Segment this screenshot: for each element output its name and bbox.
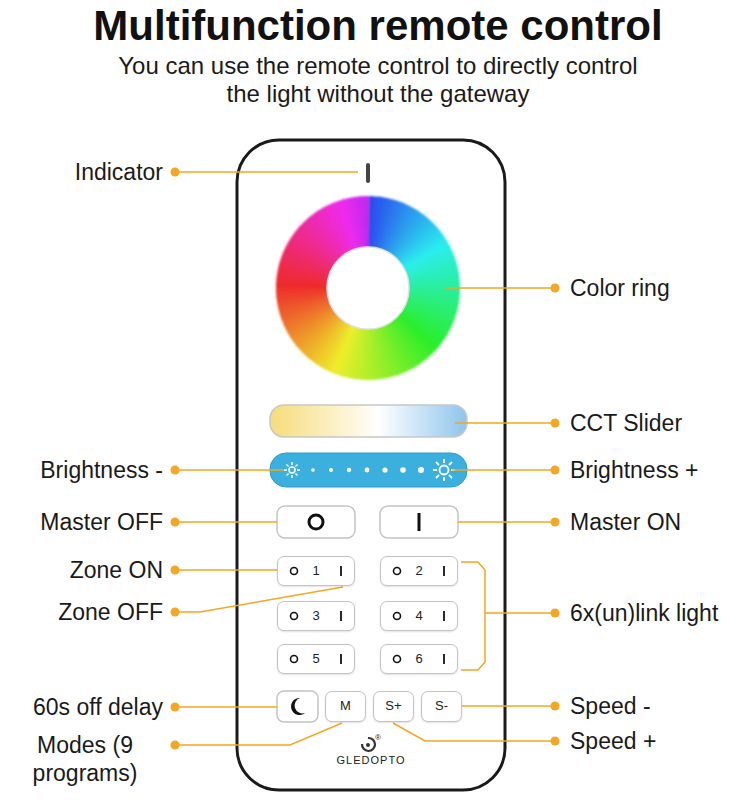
speed-button: S+ [373, 691, 414, 722]
label-slot: Brightness - [0, 456, 163, 484]
brand-logo [362, 738, 375, 751]
title-slot: Multifunction remote control [0, 2, 756, 50]
leader-dots [171, 168, 560, 750]
speed-button: S- [421, 691, 462, 722]
label-slot: Master OFF [0, 508, 163, 536]
label-slot: You can use the remote control to direct… [113, 52, 643, 108]
label-slot: Master ON [570, 508, 750, 536]
callout-label: Speed - [570, 692, 750, 720]
subtitle: You can use the remote control to direct… [113, 52, 643, 108]
callout-label: ® [375, 733, 387, 743]
button-label: S- [435, 699, 448, 713]
zone-button: 2 [380, 556, 458, 586]
brightness-slider [270, 453, 467, 487]
zone-on-symbol [443, 654, 445, 664]
label-slot: Indicator [0, 158, 163, 186]
callout-label: Master OFF [0, 508, 163, 536]
brand-name: GLEDOPTO [337, 754, 406, 766]
zone-on-symbol [340, 611, 342, 621]
leader-lines [175, 172, 555, 745]
label-slot: 60s off delay [0, 693, 163, 721]
label-slot: Speed - [570, 692, 750, 720]
brightness-dots [311, 467, 424, 473]
remote-body: GLEDOPTO 1 2 3 4 5 6M S+ S- [237, 140, 505, 790]
label-slot: Speed + [570, 727, 750, 755]
callout-label: Brightness + [570, 456, 750, 484]
callout-label: Modes (9 programs) [2, 731, 168, 787]
remote-body-shape [237, 140, 505, 790]
zone-off-symbol [291, 656, 298, 663]
zone-button: 1 [277, 556, 355, 586]
callout-label: Zone ON [0, 556, 163, 584]
zone-button: 5 [277, 644, 355, 674]
zone-on-symbol [340, 566, 342, 576]
label-slot: 6x(un)link light [570, 599, 753, 627]
sun-small [284, 462, 300, 478]
button-label: 6 [415, 652, 422, 666]
label-slot: Color ring [570, 274, 750, 302]
callout-label: 6x(un)link light [570, 599, 753, 627]
page-title: Multifunction remote control [93, 2, 662, 50]
mode-button: M [325, 691, 366, 722]
zone-on-symbol [443, 611, 445, 621]
button-label: 4 [415, 609, 422, 623]
cct-slider [270, 405, 467, 437]
ring-segment [363, 196, 369, 248]
button-label: S+ [385, 699, 401, 713]
callout-label: Master ON [570, 508, 750, 536]
master-off-button [277, 506, 355, 538]
zone-off-symbol [394, 656, 401, 663]
zone-button: 4 [380, 601, 458, 631]
sleep-button [277, 691, 318, 722]
callout-label: Color ring [570, 274, 750, 302]
callout-label: Zone OFF [0, 598, 163, 626]
callout-label: Brightness - [0, 456, 163, 484]
callout-label: Indicator [0, 158, 163, 186]
zone-on-symbol [443, 566, 445, 576]
button-label: 1 [312, 564, 319, 578]
button-label: M [340, 699, 351, 713]
ring-center [327, 247, 409, 329]
callout-label: 60s off delay [0, 693, 163, 721]
moon-symbol [291, 698, 305, 715]
zone-off-symbol [394, 613, 401, 620]
zone-button: 3 [277, 601, 355, 631]
label-slot: Modes (9 programs) [2, 731, 168, 787]
sun-large [433, 459, 455, 481]
label-slot: Zone ON [0, 556, 163, 584]
zone-off-symbol [291, 613, 298, 620]
label-slot: CCT Slider [570, 409, 750, 437]
indicator-led [366, 163, 370, 183]
master-on-button [380, 506, 458, 538]
zone-off-symbol [394, 568, 401, 575]
button-label: 5 [312, 652, 319, 666]
zone-on-symbol [340, 654, 342, 664]
button-label: 2 [415, 564, 422, 578]
callout-label: Speed + [570, 727, 750, 755]
label-slot: ® [375, 733, 387, 743]
color-ring [276, 196, 460, 380]
label-slot: Zone OFF [0, 598, 163, 626]
button-label: 3 [312, 609, 319, 623]
on-symbol [418, 513, 421, 531]
zone-off-symbol [291, 568, 298, 575]
label-slot: Brightness + [570, 456, 750, 484]
callout-label: CCT Slider [570, 409, 750, 437]
off-symbol [309, 515, 323, 529]
zone-button: 6 [380, 644, 458, 674]
